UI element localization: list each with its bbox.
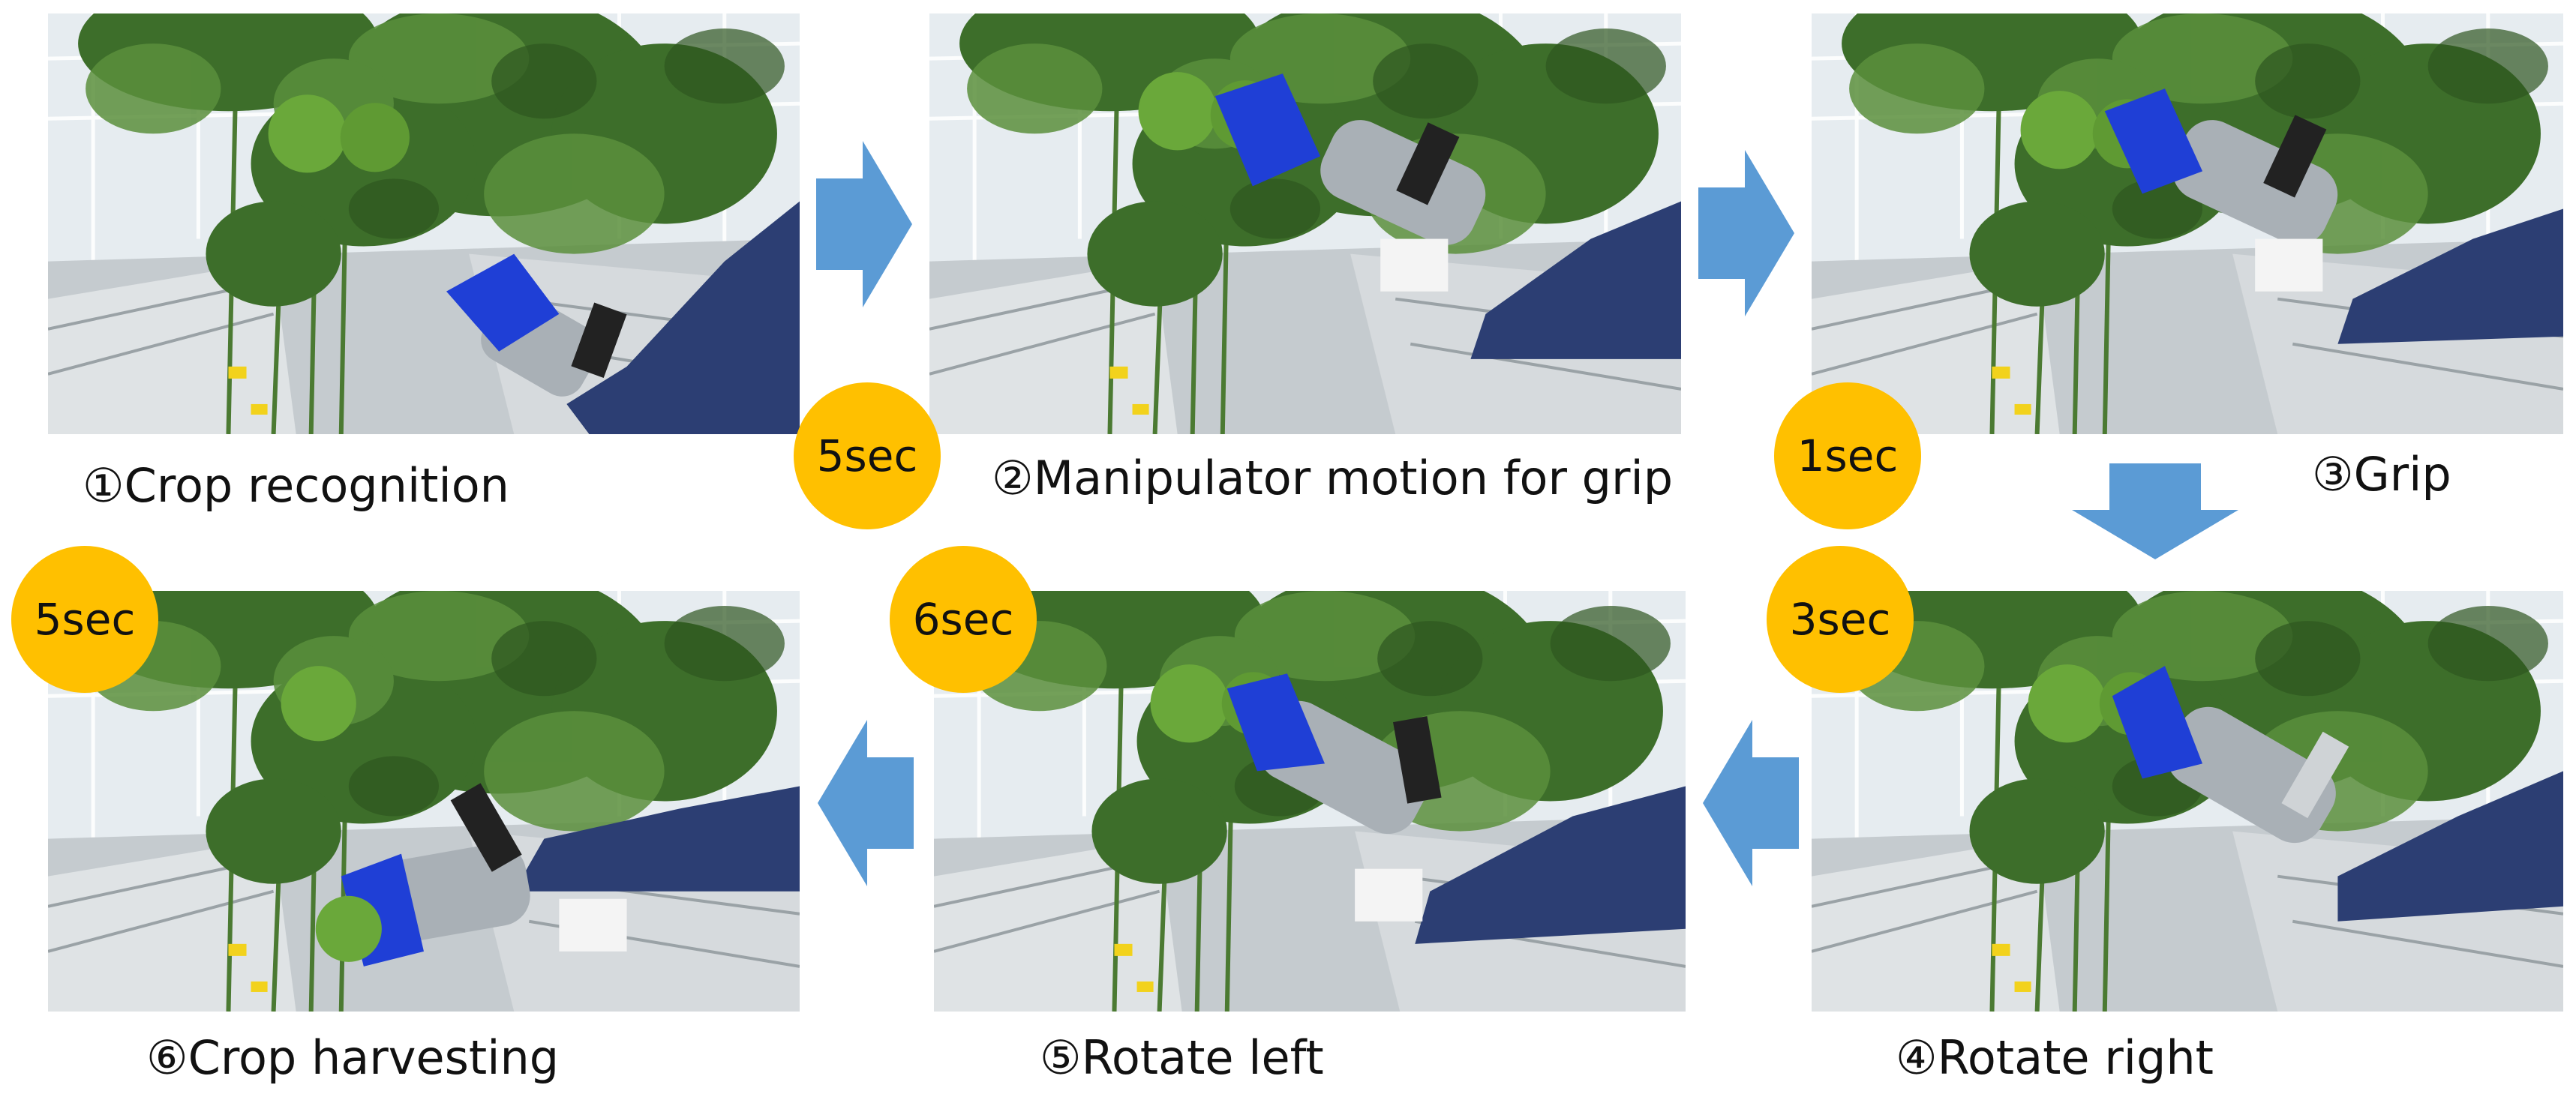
step-label-2: ②Manipulator motion for grip bbox=[992, 451, 1674, 505]
arrow-left-icon bbox=[1703, 720, 1799, 886]
step-label-5: ⑤Rotate left bbox=[1040, 1030, 1324, 1085]
step-label-6: ⑥Crop harvesting bbox=[146, 1030, 560, 1085]
arrow-left-icon bbox=[818, 720, 914, 886]
photo-grip bbox=[1812, 13, 2563, 434]
timing-badge-step2-to-3: 1sec bbox=[1774, 382, 1921, 529]
step-label-3: ③Grip bbox=[2312, 447, 2451, 502]
photo-rotate-left bbox=[934, 591, 1686, 1012]
photo-crop-harvesting bbox=[48, 591, 800, 1012]
photo-rotate-right bbox=[1812, 591, 2563, 1012]
scene-illustration bbox=[48, 13, 800, 434]
step-label-1: ①Crop recognition bbox=[83, 458, 509, 513]
arrow-down-icon bbox=[2072, 463, 2238, 559]
timing-badge-step3-to-4: 3sec bbox=[1767, 546, 1914, 693]
scene-illustration bbox=[1812, 13, 2563, 434]
scene-illustration bbox=[1812, 591, 2563, 1012]
timing-badge-step5-to-6: 5sec bbox=[11, 546, 158, 693]
photo-manipulator-motion bbox=[929, 13, 1681, 434]
scene-illustration bbox=[934, 591, 1686, 1012]
arrow-right-icon bbox=[816, 141, 912, 307]
step-label-4: ④Rotate right bbox=[1896, 1030, 2214, 1085]
timing-badge-step1-to-2: 5sec bbox=[794, 382, 941, 529]
photo-crop-recognition bbox=[48, 13, 800, 434]
arrow-right-icon bbox=[1698, 150, 1794, 316]
timing-badge-step4-to-5: 6sec bbox=[890, 546, 1037, 693]
scene-illustration bbox=[929, 13, 1681, 434]
scene-illustration bbox=[48, 591, 800, 1012]
